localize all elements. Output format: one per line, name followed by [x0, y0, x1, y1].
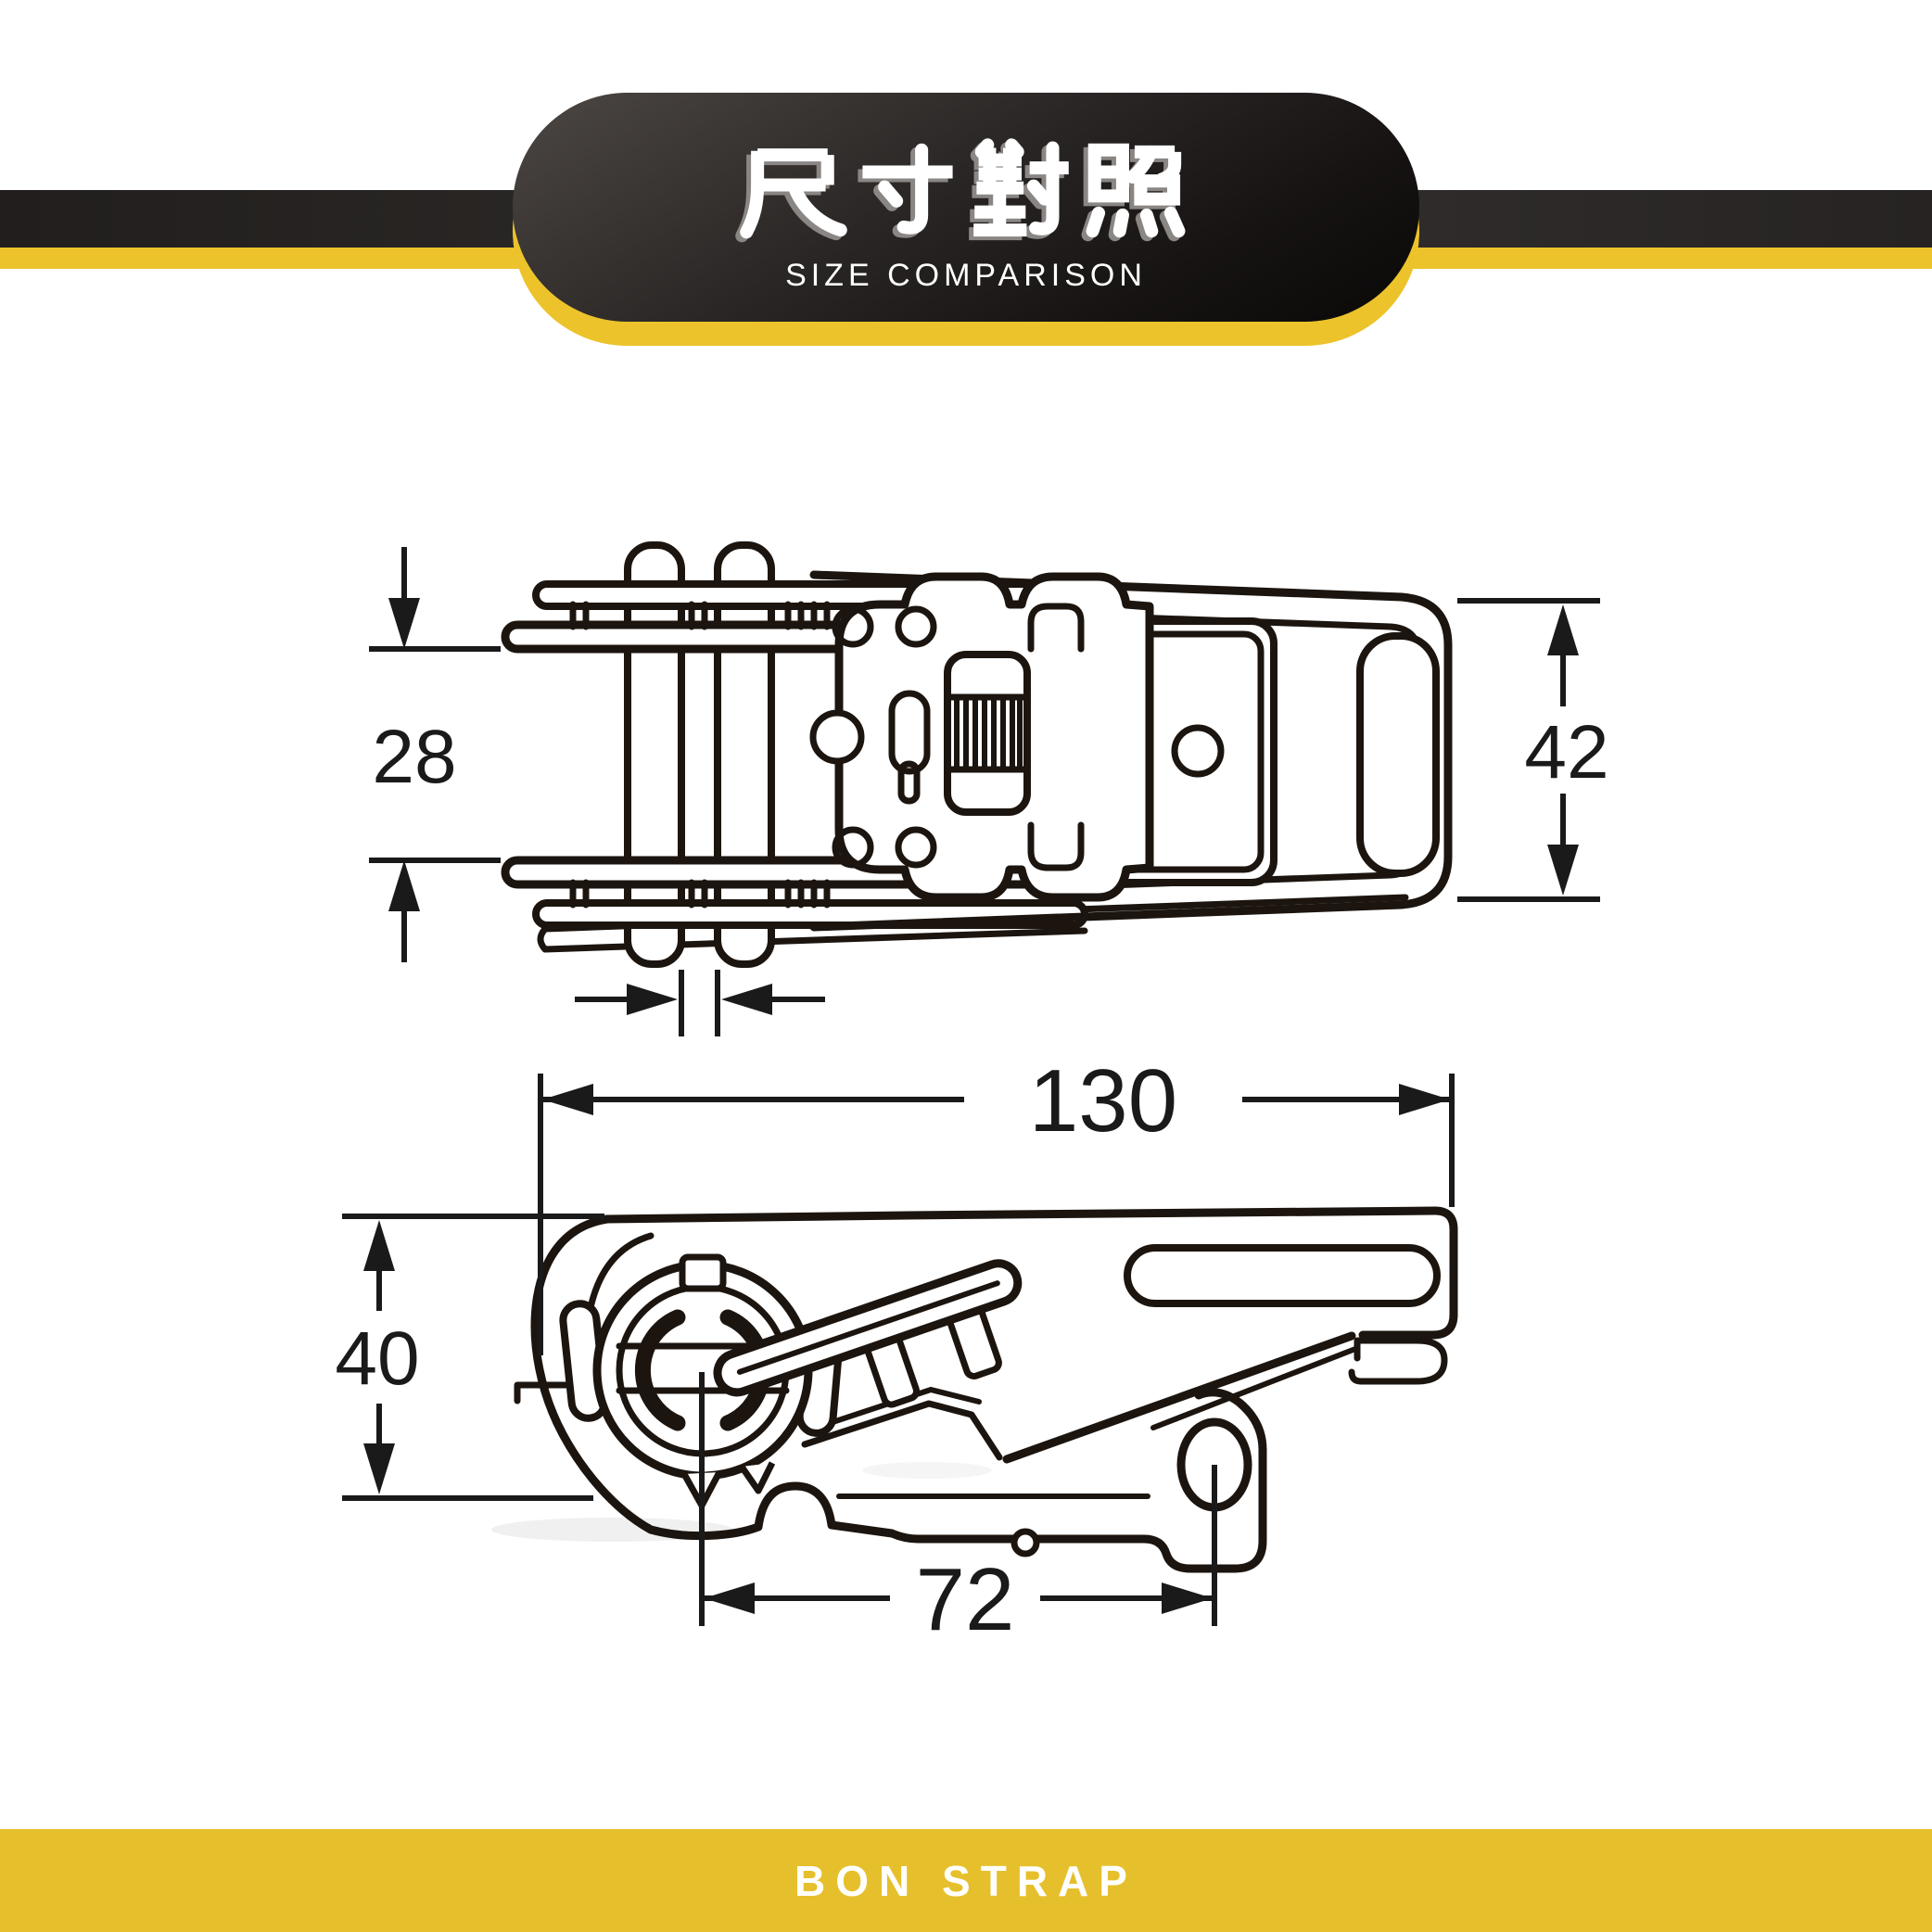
dimension-72: 72: [699, 1372, 1217, 1649]
brand-text: BON STRAP: [794, 1856, 1138, 1905]
dim-label-72: 72: [916, 1550, 1015, 1649]
header-banner: 尺寸對照: [513, 93, 1419, 322]
dimension-40: 40: [335, 1214, 604, 1501]
dimension-130: 130: [538, 1051, 1455, 1355]
footer-bar: BON STRAP: [0, 1829, 1932, 1932]
page-subtitle: SIZE COMPARISON: [785, 258, 1147, 293]
dimension-28: 28: [369, 547, 501, 962]
dimension-slot-gap: [575, 970, 825, 1036]
side-view-drawing: 130 40 72: [335, 1051, 1458, 1649]
dim-label-130: 130: [1029, 1051, 1177, 1150]
dimension-42: 42: [1457, 598, 1609, 902]
dim-label-40: 40: [335, 1316, 419, 1401]
top-view-drawing: 28 42: [369, 541, 1609, 1036]
dim-label-42: 42: [1524, 710, 1608, 794]
dim-label-28: 28: [372, 715, 456, 799]
